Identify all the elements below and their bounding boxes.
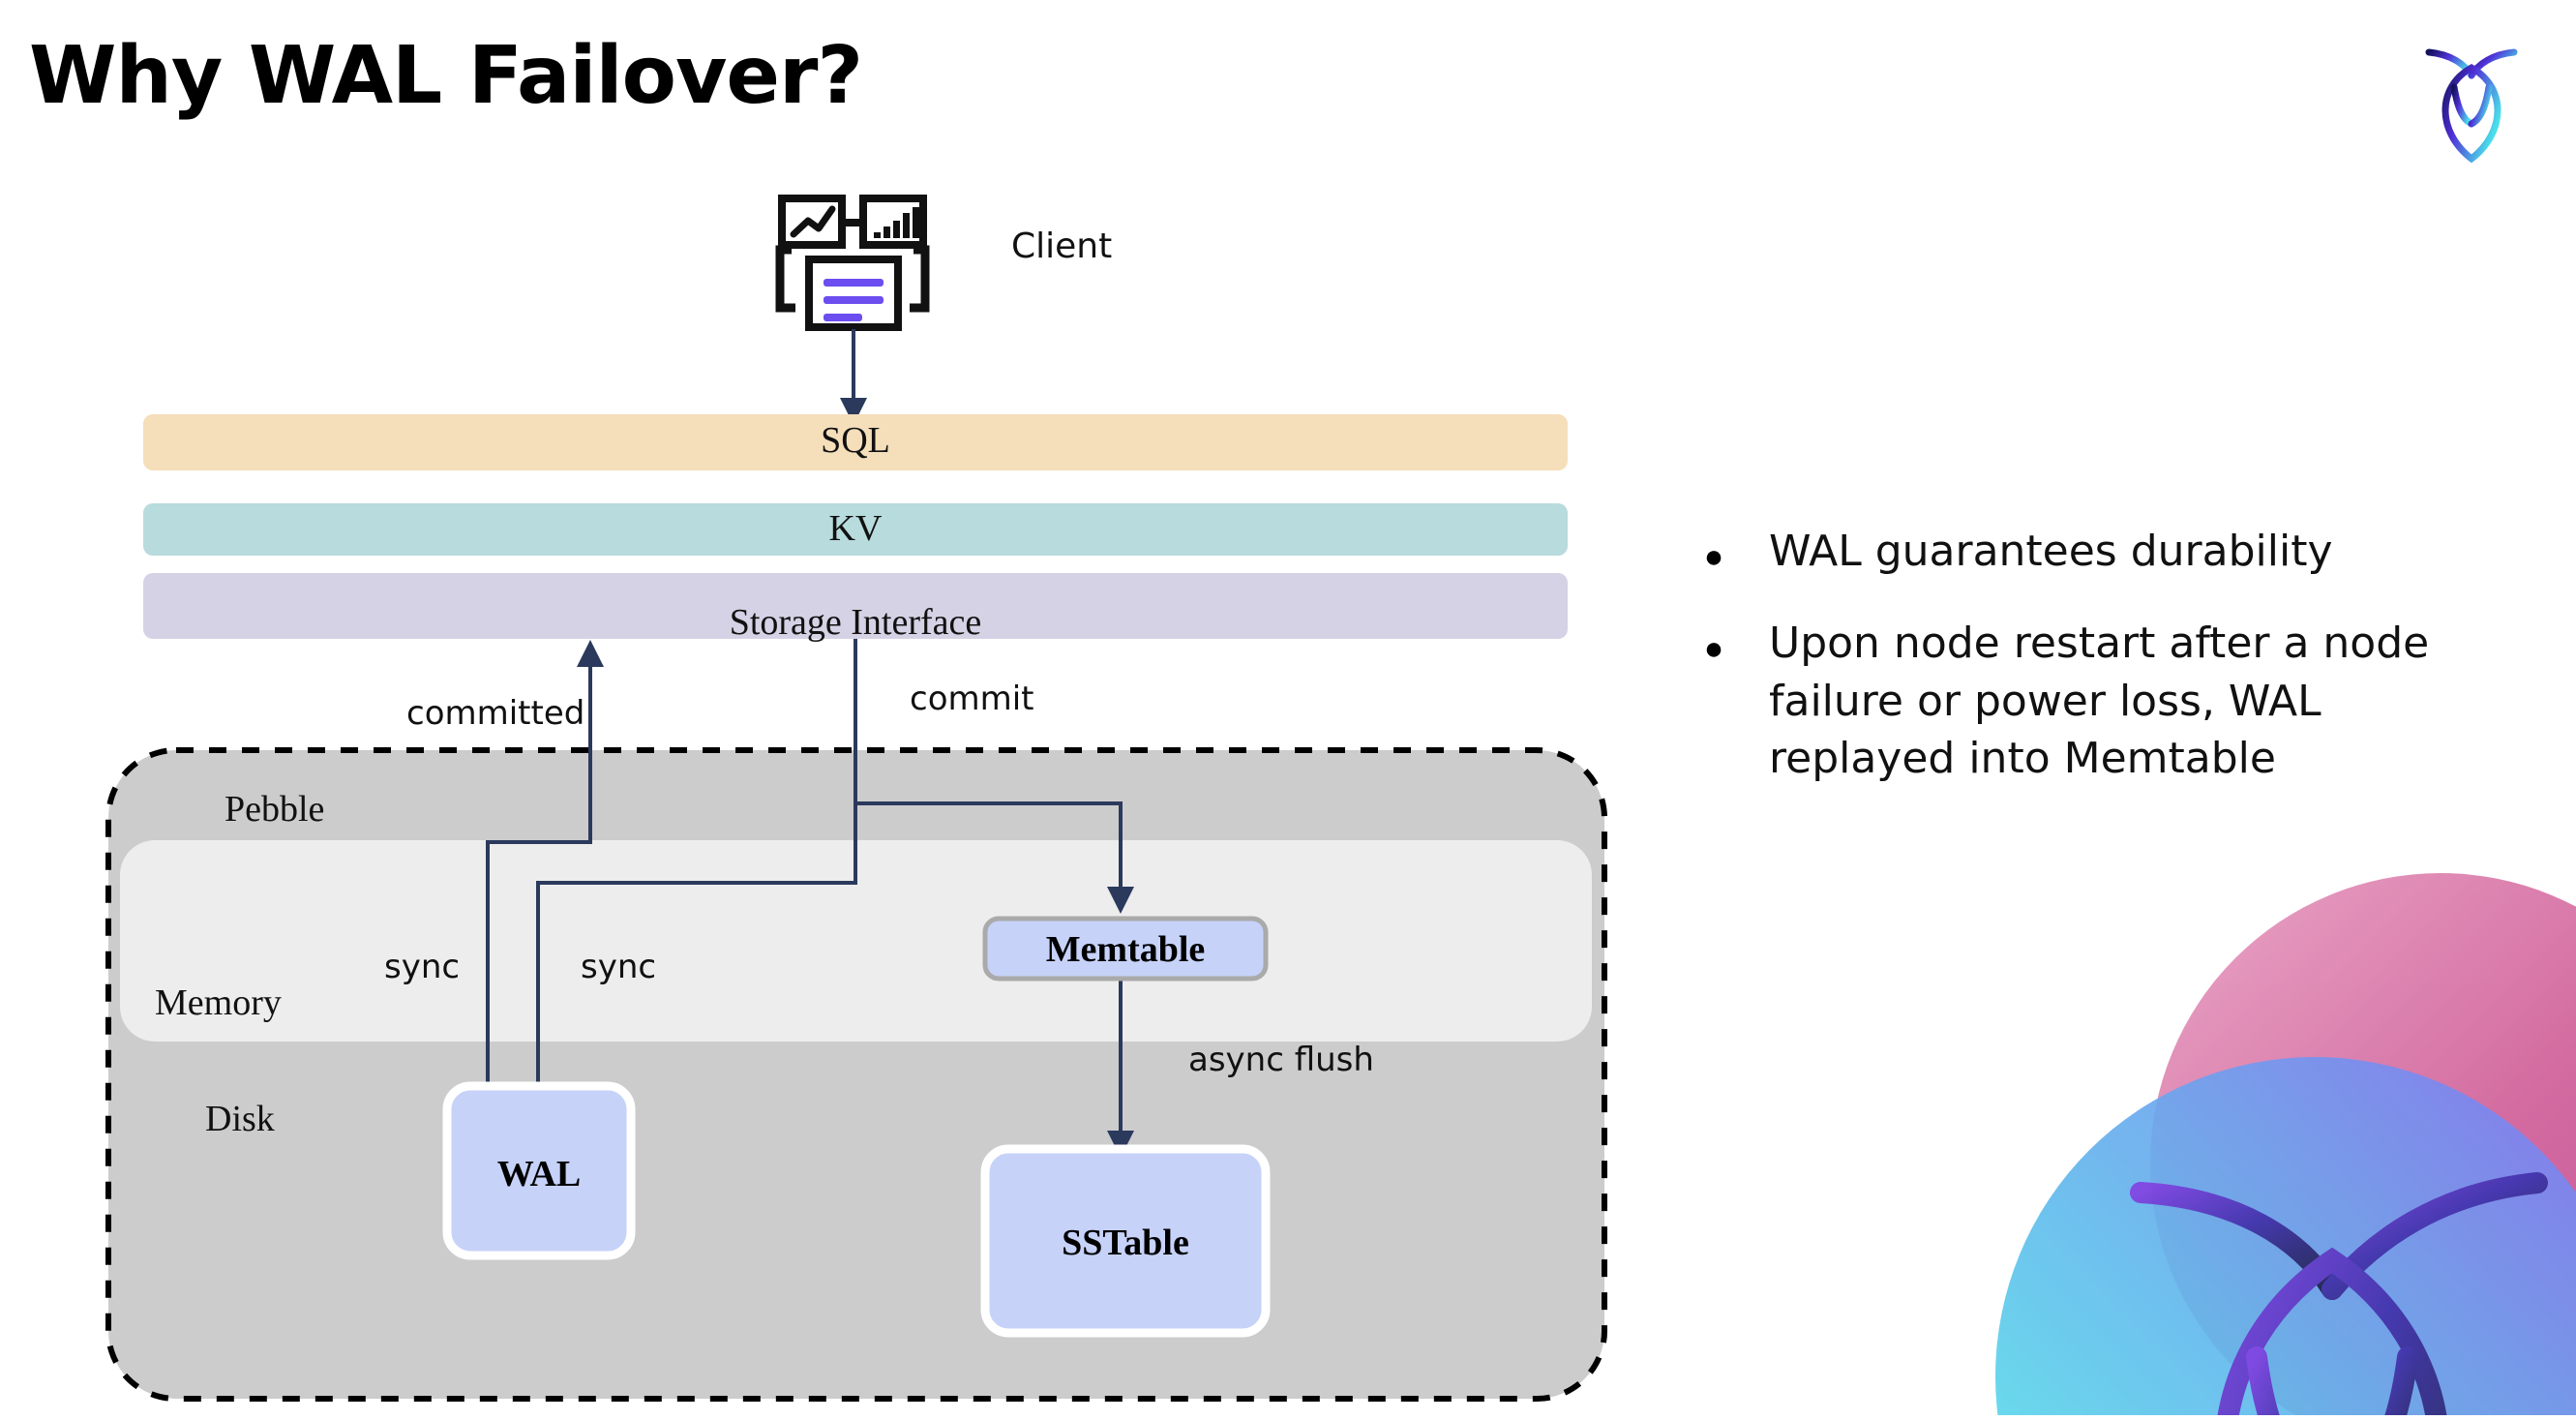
bullet-text: WAL guarantees durability bbox=[1769, 527, 2333, 576]
decorative-brand-circles bbox=[1899, 873, 2576, 1415]
arrow-committed-to-storage-interface bbox=[486, 640, 604, 1152]
layer-bar-sql: SQL bbox=[143, 414, 1568, 470]
list-item: ● WAL guarantees durability bbox=[1703, 523, 2516, 580]
layer-bar-storage-interface: Storage Interface bbox=[143, 573, 1568, 643]
node-label-sstable: SSTable bbox=[1062, 1223, 1189, 1263]
architecture-diagram: Client SQL KV Storage Interface Pebble M… bbox=[105, 195, 1607, 1402]
memory-label: Memory bbox=[155, 982, 282, 1023]
node-sstable: SSTable bbox=[980, 1144, 1271, 1338]
arrow-commit-branch-to-memtable bbox=[855, 801, 1134, 914]
bullet-marker-icon: ● bbox=[1703, 538, 1724, 575]
bullet-marker-icon: ● bbox=[1703, 630, 1724, 668]
layer-label-sql: SQL bbox=[821, 420, 890, 461]
edge-label-async-flush: async flush bbox=[1188, 1041, 1374, 1079]
edge-label-sync-left: sync bbox=[384, 948, 460, 986]
cockroachdb-logo bbox=[2394, 27, 2549, 182]
client-dashboard-icon bbox=[775, 195, 930, 331]
pebble-label: Pebble bbox=[225, 789, 324, 830]
arrow-sync-to-wal bbox=[524, 881, 855, 1148]
node-label-memtable: Memtable bbox=[1046, 929, 1206, 970]
layer-label-storage-interface: Storage Interface bbox=[730, 602, 982, 643]
edge-label-sync-right: sync bbox=[581, 948, 656, 986]
bullet-text: Upon node restart after a node failure o… bbox=[1769, 619, 2430, 784]
edge-label-commit: commit bbox=[910, 680, 1034, 718]
edge-label-committed: committed bbox=[406, 694, 584, 733]
node-memtable: Memtable bbox=[982, 916, 1269, 982]
node-label-wal: WAL bbox=[497, 1154, 582, 1194]
layer-label-kv: KV bbox=[829, 508, 883, 549]
bullet-list: ● WAL guarantees durability ● Upon node … bbox=[1703, 523, 2516, 823]
disk-label: Disk bbox=[205, 1099, 275, 1139]
page-title: Why WAL Failover? bbox=[29, 30, 863, 122]
node-wal: WAL bbox=[442, 1081, 636, 1260]
list-item: ● Upon node restart after a node failure… bbox=[1703, 615, 2516, 787]
client-label: Client bbox=[1011, 227, 1112, 266]
layer-bar-kv: KV bbox=[143, 503, 1568, 556]
